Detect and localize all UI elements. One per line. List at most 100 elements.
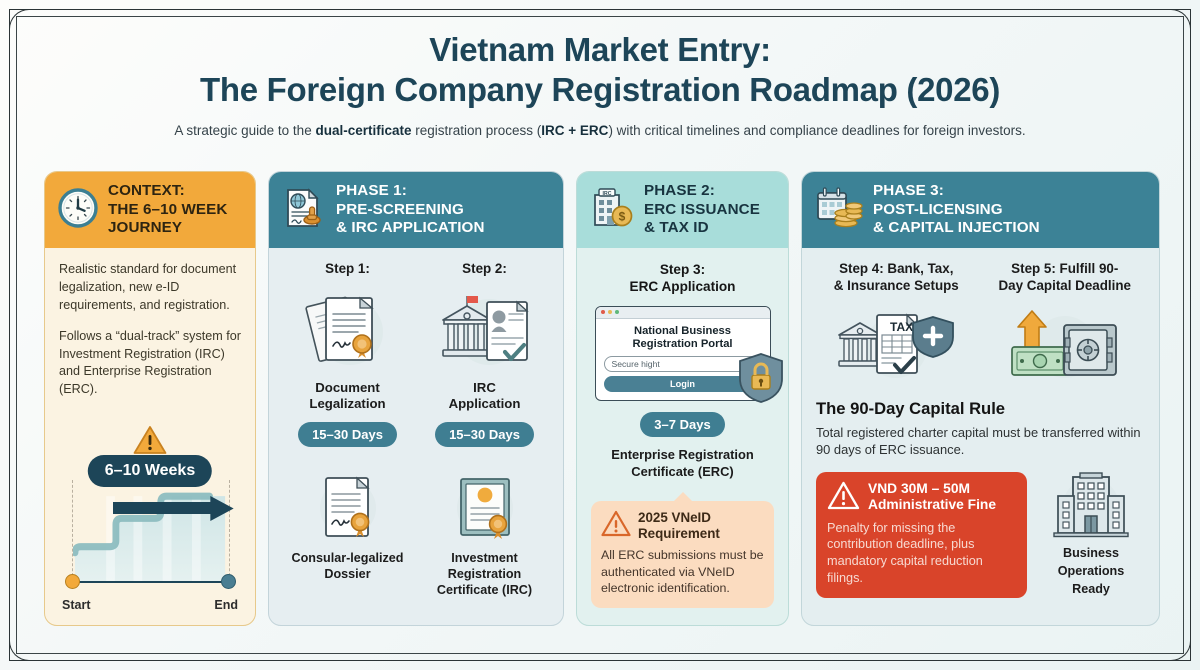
phase1-header-line3: & IRC APPLICATION [336,219,485,237]
browser-dot-yellow [607,310,612,314]
phase1-header-line1: PHASE 1: [336,182,407,200]
phase2-step-title-line1: Step 3: [659,262,706,277]
login-button[interactable]: Login [603,376,762,393]
warning-triangle-icon [601,510,631,542]
document-stamp-icon [281,185,327,236]
vneid-callout: 2025 VNeID Requirement All ERC submissio… [591,500,774,608]
business-ready-line1: Business [1063,545,1119,560]
chart-end-marker [221,574,236,589]
phase1-steps-row: Step 1: [283,261,549,447]
phase2-header: IRC $ PHASE 2: ERC ISSUANCE & TA [577,172,788,248]
svg-text:$: $ [619,209,626,223]
business-ready-line2: Operations [1057,563,1125,578]
phase3-header-line1: PHASE 3: [873,182,944,200]
phase3-step4-title-line1: Step 4: Bank, Tax, [839,261,954,276]
context-header-line3: JOURNEY [108,219,183,237]
context-header-line2: THE 6–10 WEEK [108,200,228,218]
phase2-header-line1: PHASE 2: [644,182,715,200]
step-area-chart [71,492,226,581]
chart-start-marker [65,574,80,589]
context-paragraph-2: Follows a “dual-track” system for Invest… [59,328,241,397]
phase2-header-line3: & TAX ID [644,219,709,237]
phase1-header-line2: PRE-SCREENING [336,200,464,218]
phase1-output2-line3: Certificate (IRC) [436,582,533,597]
panel-phase-1: PHASE 1: PRE-SCREENING & IRC APPLICATION… [268,171,564,626]
panels-row: CONTEXT: THE 6–10 WEEK JOURNEY Realistic… [44,171,1160,626]
clock-icon [57,187,99,234]
warning-triangle-icon [133,425,167,460]
warning-triangle-icon [827,481,860,515]
chart-label-start: Start [62,598,91,612]
government-building-form-icon [420,284,549,376]
lock-shield-icon [737,352,785,409]
phase3-header-line3: & CAPITAL INJECTION [873,219,1040,237]
phase1-step2-duration-badge: 15–30 Days [435,421,534,447]
context-header-text: CONTEXT: THE 6–10 WEEK JOURNEY [108,182,227,237]
phase3-step5-title-line1: Step 5: Fulfill 90- [1011,261,1119,276]
fine-callout-body: Penalty for missing the contribution dea… [827,520,983,586]
legalized-documents-icon [283,284,412,376]
phase2-header-text: PHASE 2: ERC ISSUANCE & TAX ID [644,182,760,237]
fine-title-line1: VND 30M – 50M [868,480,970,496]
browser-dot-green [614,310,619,314]
frame-corner-bottom-right [1171,641,1191,661]
phase3-step-5: Step 5: Fulfill 90- Day Capital Deadline [985,261,1146,397]
weeks-badge: 6–10 Weeks [87,455,213,487]
irc-building-coin-icon: IRC $ [589,185,635,236]
portal-content: National Business Registration Portal Se… [596,319,770,401]
browser-dot-red [600,310,605,314]
phase1-step2-label-line2: Application [448,396,521,412]
phase3-header-line2: POST-LICENSING [873,200,1003,218]
phase2-output-line2: Certificate (ERC) [631,464,734,480]
fine-callout: VND 30M – 50M Administrative Fine Penalt… [816,471,1027,599]
office-building-icon [1037,471,1145,544]
cash-safe-arrow-icon [985,301,1146,393]
page-header: Vietnam Market Entry: The Foreign Compan… [0,30,1200,139]
vneid-callout-title: 2025 VNeID Requirement [638,510,720,542]
phase3-header-text: PHASE 3: POST-LICENSING & CAPITAL INJECT… [873,182,1040,237]
phase1-output2-line1: Investment [451,550,518,565]
phase1-step2-title: Step 2: [462,261,507,276]
svg-text:TAX: TAX [890,320,913,334]
vneid-title-line1: 2025 VNeID [638,509,711,525]
fine-title-line2: Administrative Fine [868,497,997,513]
portal-title-line1: National Business [634,324,731,337]
fine-callout-title: VND 30M – 50M Administrative Fine [868,481,996,514]
phase3-bottom-row: VND 30M – 50M Administrative Fine Penalt… [816,471,1145,599]
phase1-output2-line2: Registration [447,566,522,581]
phase1-output-1: Consular-legalized Dossier [283,463,412,599]
phase1-output1-line2: Dossier [324,566,371,581]
page-title-line1: Vietnam Market Entry: [429,31,771,68]
subtitle-bold-dual-certificate: dual-certificate [315,122,412,138]
progress-arrow-icon [113,496,234,522]
phase1-outputs-row: Consular-legalized Dossier [283,463,549,599]
frame-corner-bottom-left [9,641,29,661]
browser-titlebar [595,306,770,319]
frame-corner-top-left [9,9,29,29]
svg-text:IRC: IRC [603,190,612,196]
phase1-step1-label-line1: Document [315,379,380,395]
phase1-step1-label-line2: Legalization [309,396,386,412]
phase2-duration-wrap: 3–7 Days [591,403,774,438]
phase2-output-line1: Enterprise Registration [611,447,754,463]
vneid-title-line2: Requirement [638,525,720,541]
phase1-step1-duration-badge: 15–30 Days [298,421,397,447]
phase3-step5-title-line2: Day Capital Deadline [998,277,1131,293]
capital-rule-body: Total registered charter capital must be… [816,424,1141,458]
context-header-line1: CONTEXT: [108,182,185,200]
phase3-steps-row: Step 4: Bank, Tax, & Insurance Setups [816,261,1145,397]
phase2-body: Step 3: ERC Application National Busines… [577,248,788,625]
phase3-body: Step 4: Bank, Tax, & Insurance Setups [802,248,1159,625]
context-body: Realistic standard for document legaliza… [45,248,255,625]
frame-corner-top-right [1171,9,1191,29]
portal-title-line2: Registration Portal [632,337,733,350]
registration-portal-mockup: National Business Registration Portal Se… [591,305,783,404]
phase1-output-2: Investment Registration Certificate (IRC… [420,463,549,599]
phase1-body: Step 1: [269,248,563,625]
phase1-step-1: Step 1: [283,261,412,447]
browser-window-icon: National Business Registration Portal Se… [594,305,771,402]
capital-rule-title: The 90-Day Capital Rule [816,398,1006,418]
sealed-dossier-icon [283,469,412,547]
certificate-icon [420,469,549,547]
